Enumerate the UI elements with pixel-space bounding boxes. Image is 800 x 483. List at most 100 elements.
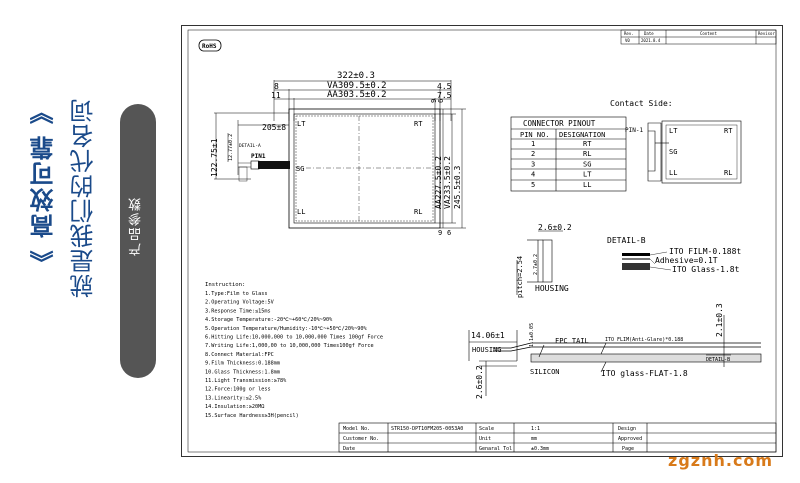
contact-pin1: PIN-1	[625, 127, 643, 134]
rohs-text: RoHS	[202, 43, 217, 50]
design-label: Design	[618, 426, 636, 432]
scale-value: 1:1	[531, 426, 540, 432]
housing-width: 2.6±0.2	[538, 223, 572, 232]
instruction-line: 3.Response Time:≤15ms	[205, 308, 271, 314]
pin-designation: LT	[583, 171, 592, 179]
date-label: Date	[343, 446, 355, 452]
pin-number: 1	[531, 140, 535, 148]
pin-designation: RL	[583, 150, 591, 158]
dim-7-5: 7.5	[437, 91, 452, 100]
layer-adhesive: Adhesive=0.1T	[655, 256, 718, 265]
pin-number: 4	[531, 171, 535, 179]
section-view	[468, 315, 762, 396]
dim-2-6: 2.6±0.2	[475, 365, 484, 399]
contact-side-title: Contact Side:	[610, 99, 673, 108]
va-width: VA309.5±0.2	[327, 81, 387, 91]
pin-designation: LL	[583, 181, 591, 189]
corner-sg: SG	[296, 165, 304, 173]
tol-label: Genaral Tol	[479, 446, 512, 452]
page-label: Page	[622, 446, 634, 452]
section-pill	[120, 104, 156, 378]
pin-number: 2	[531, 150, 535, 158]
ito-film-label: ITO FLIM(Anti-Glare)*0.188	[605, 337, 683, 343]
instruction-line: 10.Glass Thickness:1.8mm	[205, 369, 280, 375]
pin-designation: RT	[583, 140, 592, 148]
instruction-line: 15.Surface Hardness≥3H(pencil)	[205, 413, 299, 419]
rev-header: Rev.	[624, 31, 634, 36]
model-value: STR150-DPT10FM205-0053A0	[391, 426, 463, 432]
fpc-tail-label: FPC TAIL	[555, 337, 589, 345]
layer-glass: ITO Glass-1.8t	[672, 265, 740, 274]
sheet-border	[181, 25, 783, 457]
instructions: Instruction: 1.Type:Film to Glass2.Opera…	[205, 282, 383, 419]
dim-top-9: 9	[430, 99, 438, 103]
layer-film: ITO FILM-0.188t	[669, 247, 741, 256]
pin-designation: SG	[583, 160, 591, 168]
dim-14-06: 14.06±1	[471, 331, 505, 340]
dim-top-6: 6	[437, 99, 445, 103]
instruction-line: 7.Writing Life:1,000,00 to 10,000,000 Ti…	[205, 343, 374, 349]
detail-b-title: DETAIL-B	[607, 236, 646, 245]
corner-rl: RL	[414, 208, 422, 216]
silicon-label: SILICON	[530, 368, 560, 376]
right-dimensions	[435, 108, 466, 229]
unit-label: Unit	[479, 436, 491, 442]
rohs-logo: RoHS	[198, 39, 222, 52]
instruction-line: 13.Linearity:≤2.5%	[205, 395, 262, 401]
pin-number: 3	[531, 160, 535, 168]
housing-label: HOUSING	[535, 284, 569, 293]
contact-rt: RT	[724, 127, 733, 135]
left-dimensions	[214, 112, 289, 182]
section-label: 产品参数	[129, 196, 144, 256]
connector-title: CONNECTOR PINOUT	[523, 119, 596, 128]
rev-value: V0	[625, 38, 630, 43]
contact-side-diagram	[647, 120, 742, 184]
dim-8: 8	[274, 82, 279, 91]
layer-stack	[622, 251, 672, 271]
revisor-header: Revisor	[758, 31, 775, 36]
section-housing-label: HOUSING	[472, 346, 502, 354]
date-value: 2021.8.4	[641, 38, 661, 43]
tail-height: 122.75±1	[210, 138, 219, 177]
corner-ll: LL	[297, 208, 305, 216]
instruction-line: 4.Storage Temperature:-20℃~+60℃/20%~90%	[205, 317, 333, 323]
contact-sg: SG	[669, 148, 677, 156]
pin1-label: PIN1	[251, 153, 266, 160]
contact-rl: RL	[724, 169, 732, 177]
dim-4-5: 4.5	[437, 82, 452, 91]
tol-value: ±0.3mm	[531, 446, 549, 452]
scale-label: Scale	[479, 426, 494, 432]
content-header: Content	[700, 31, 717, 36]
overall-width: 322±0.3	[337, 71, 375, 81]
sidebar: 《 高效可靠 》 就是我们的代名词 产品参数	[0, 0, 172, 483]
tail-length: 205±8	[262, 123, 286, 132]
pin-offset: 12.77±0.2	[228, 134, 234, 161]
pin-no-header: PIN NO.	[520, 131, 550, 139]
date-header: Date	[644, 31, 654, 36]
pin-number: 5	[531, 181, 535, 189]
dim-2-1: 2.1±0.3	[715, 303, 724, 337]
instruction-line: 6.Hitting Life:10,000,000 to 10,000,000 …	[205, 335, 383, 341]
dim-bot-9: 9	[438, 229, 442, 237]
slogan-line-1: 《 高效可靠 》	[30, 98, 58, 275]
instruction-line: 12.Force:100g or less	[205, 387, 271, 393]
watermark: zgznh.com	[668, 451, 774, 470]
instruction-line: 11.Light Transmission:≥78%	[205, 378, 287, 384]
instructions-title: Instruction:	[205, 282, 245, 288]
customer-label: Customer No.	[343, 436, 379, 442]
engineering-drawing: Rev. Date Content Revisor V0 2021.8.4 Ro…	[181, 25, 783, 457]
revision-table	[620, 29, 777, 45]
unit-value: mm	[531, 436, 537, 442]
instruction-line: 9.Film Thickness:0.188mm	[205, 361, 280, 367]
ito-glass-label: ITO glass-FLAT-1.8	[601, 369, 688, 378]
designation-header: DESIGNATION	[559, 131, 605, 139]
aa-height: AA227.5±0.2	[434, 156, 443, 209]
instruction-line: 2.Operating Voltage:5V	[205, 300, 274, 306]
model-label: Model No.	[343, 426, 370, 432]
housing-height: 2.7±0.2	[533, 254, 539, 275]
dim-bot-6: 6	[447, 229, 451, 237]
fpc-tail	[238, 160, 290, 170]
housing-detail	[516, 230, 563, 295]
instruction-line: 5.Operation Temperature/Humidity:-10℃~+5…	[205, 326, 367, 332]
contact-lt: LT	[669, 127, 678, 135]
